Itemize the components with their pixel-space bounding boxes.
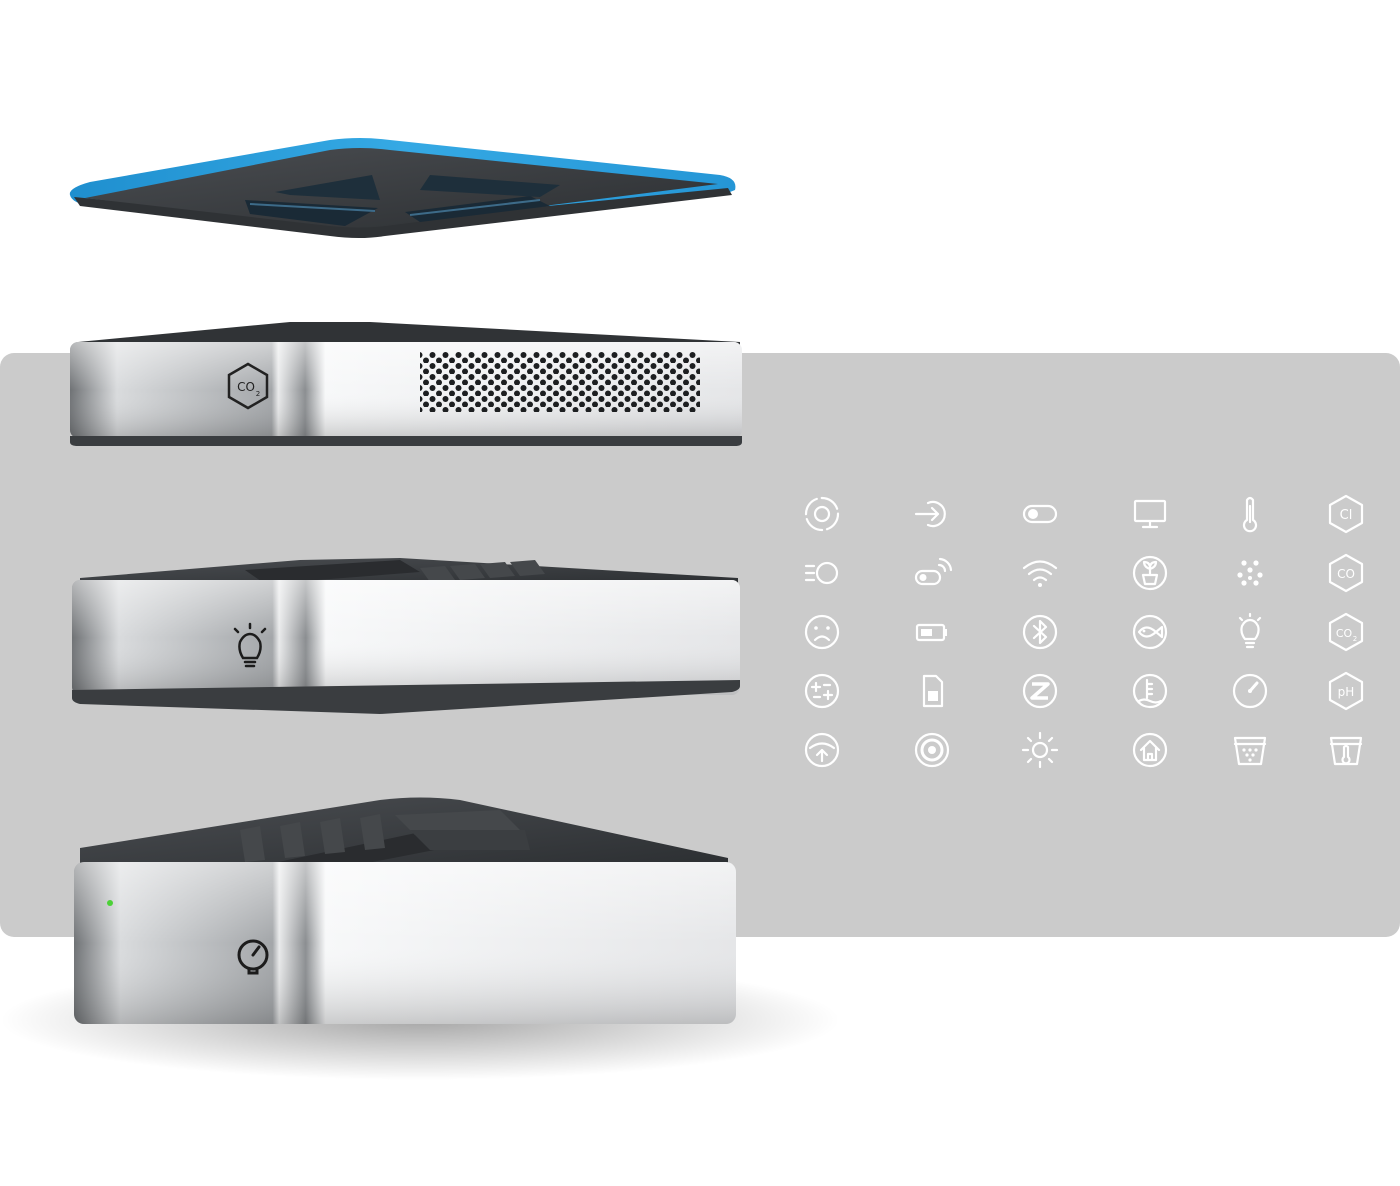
ph-hexagon-icon: pH [1314, 663, 1378, 719]
fast-circle-icon [790, 545, 854, 601]
plant-pot-icon [1118, 545, 1182, 601]
wifi-icon [1008, 545, 1072, 601]
toggle-signal-icon [900, 545, 964, 601]
svg-text:CO: CO [1337, 567, 1355, 581]
plus-minus-icon [790, 663, 854, 719]
battery-icon [900, 604, 964, 660]
base-module [74, 797, 736, 1024]
particles-icon [1218, 545, 1282, 601]
upload-circle-icon [790, 722, 854, 778]
concentric-circles-icon [900, 722, 964, 778]
compass-icon [1218, 663, 1282, 719]
co2-label: CO [237, 380, 255, 394]
sim-card-icon [900, 663, 964, 719]
svg-text:CO: CO [1336, 627, 1353, 640]
sad-face-icon [790, 604, 854, 660]
co2-sensor-module: CO 2 [70, 322, 742, 446]
lid-module [69, 138, 736, 238]
svg-text:2: 2 [1353, 635, 1357, 643]
fish-icon [1118, 604, 1182, 660]
bluetooth-icon [1008, 604, 1072, 660]
light-bulb-icon [233, 622, 267, 668]
target-ring-icon [790, 486, 854, 542]
sun-icon [1008, 722, 1072, 778]
thermometer-icon [1218, 486, 1282, 542]
co-hexagon-icon: CO [1314, 545, 1378, 601]
monitor-icon [1118, 486, 1182, 542]
svg-text:Cl: Cl [1340, 508, 1353, 523]
chlorine-hexagon-icon: Cl [1314, 486, 1378, 542]
co2-hexagon-icon: CO 2 [227, 362, 269, 410]
login-arrow-icon [900, 486, 964, 542]
light-bulb-icon [1218, 604, 1282, 660]
zwave-icon [1008, 663, 1072, 719]
water-level-icon [1118, 663, 1182, 719]
gauge-icon [237, 939, 269, 975]
status-led [107, 900, 113, 906]
co2-subscript: 2 [256, 390, 260, 398]
toggle-switch-icon [1008, 486, 1072, 542]
filter-icon [1218, 722, 1282, 778]
light-module [72, 558, 740, 714]
svg-text:pH: pH [1338, 685, 1355, 699]
home-icon [1118, 722, 1182, 778]
water-temperature-icon [1314, 722, 1378, 778]
